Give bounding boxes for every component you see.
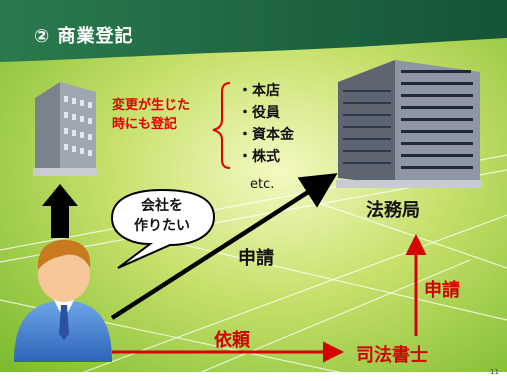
item-shares: ・株式	[238, 149, 280, 165]
application-arrow	[110, 173, 338, 320]
request-label: 依頼	[214, 330, 250, 351]
up-arrow-icon	[42, 184, 78, 238]
bracket	[212, 82, 231, 169]
note-line-2: 時にも登記	[112, 117, 178, 132]
item-etc: etc.	[250, 177, 275, 192]
note-line-1: 変更が生じた	[112, 98, 191, 113]
speech-line-2: 作りたい	[134, 218, 190, 234]
company-building-icon	[33, 82, 97, 176]
speech-bubble-text: 会社を 作りたい	[126, 196, 198, 236]
title-bar	[0, 0, 507, 62]
item-capital: ・資本金	[238, 127, 294, 143]
application-label: 申請	[238, 248, 274, 269]
scrivener-application-label: 申請	[424, 280, 460, 301]
judicial-scrivener-label: 司法書士	[356, 345, 428, 366]
speech-line-1: 会社を	[141, 198, 183, 214]
person-icon	[14, 240, 112, 362]
speech-bubble	[110, 188, 216, 269]
page-number: 11	[490, 368, 499, 376]
item-head-office: ・本店	[238, 83, 280, 99]
item-officers: ・役員	[238, 105, 280, 121]
legal-bureau-building-icon	[336, 60, 482, 188]
registration-change-note: 変更が生じた 時にも登記	[112, 96, 204, 134]
legal-affairs-bureau-label: 法務局	[366, 200, 420, 221]
slide-title: ② 商業登記	[34, 26, 134, 47]
